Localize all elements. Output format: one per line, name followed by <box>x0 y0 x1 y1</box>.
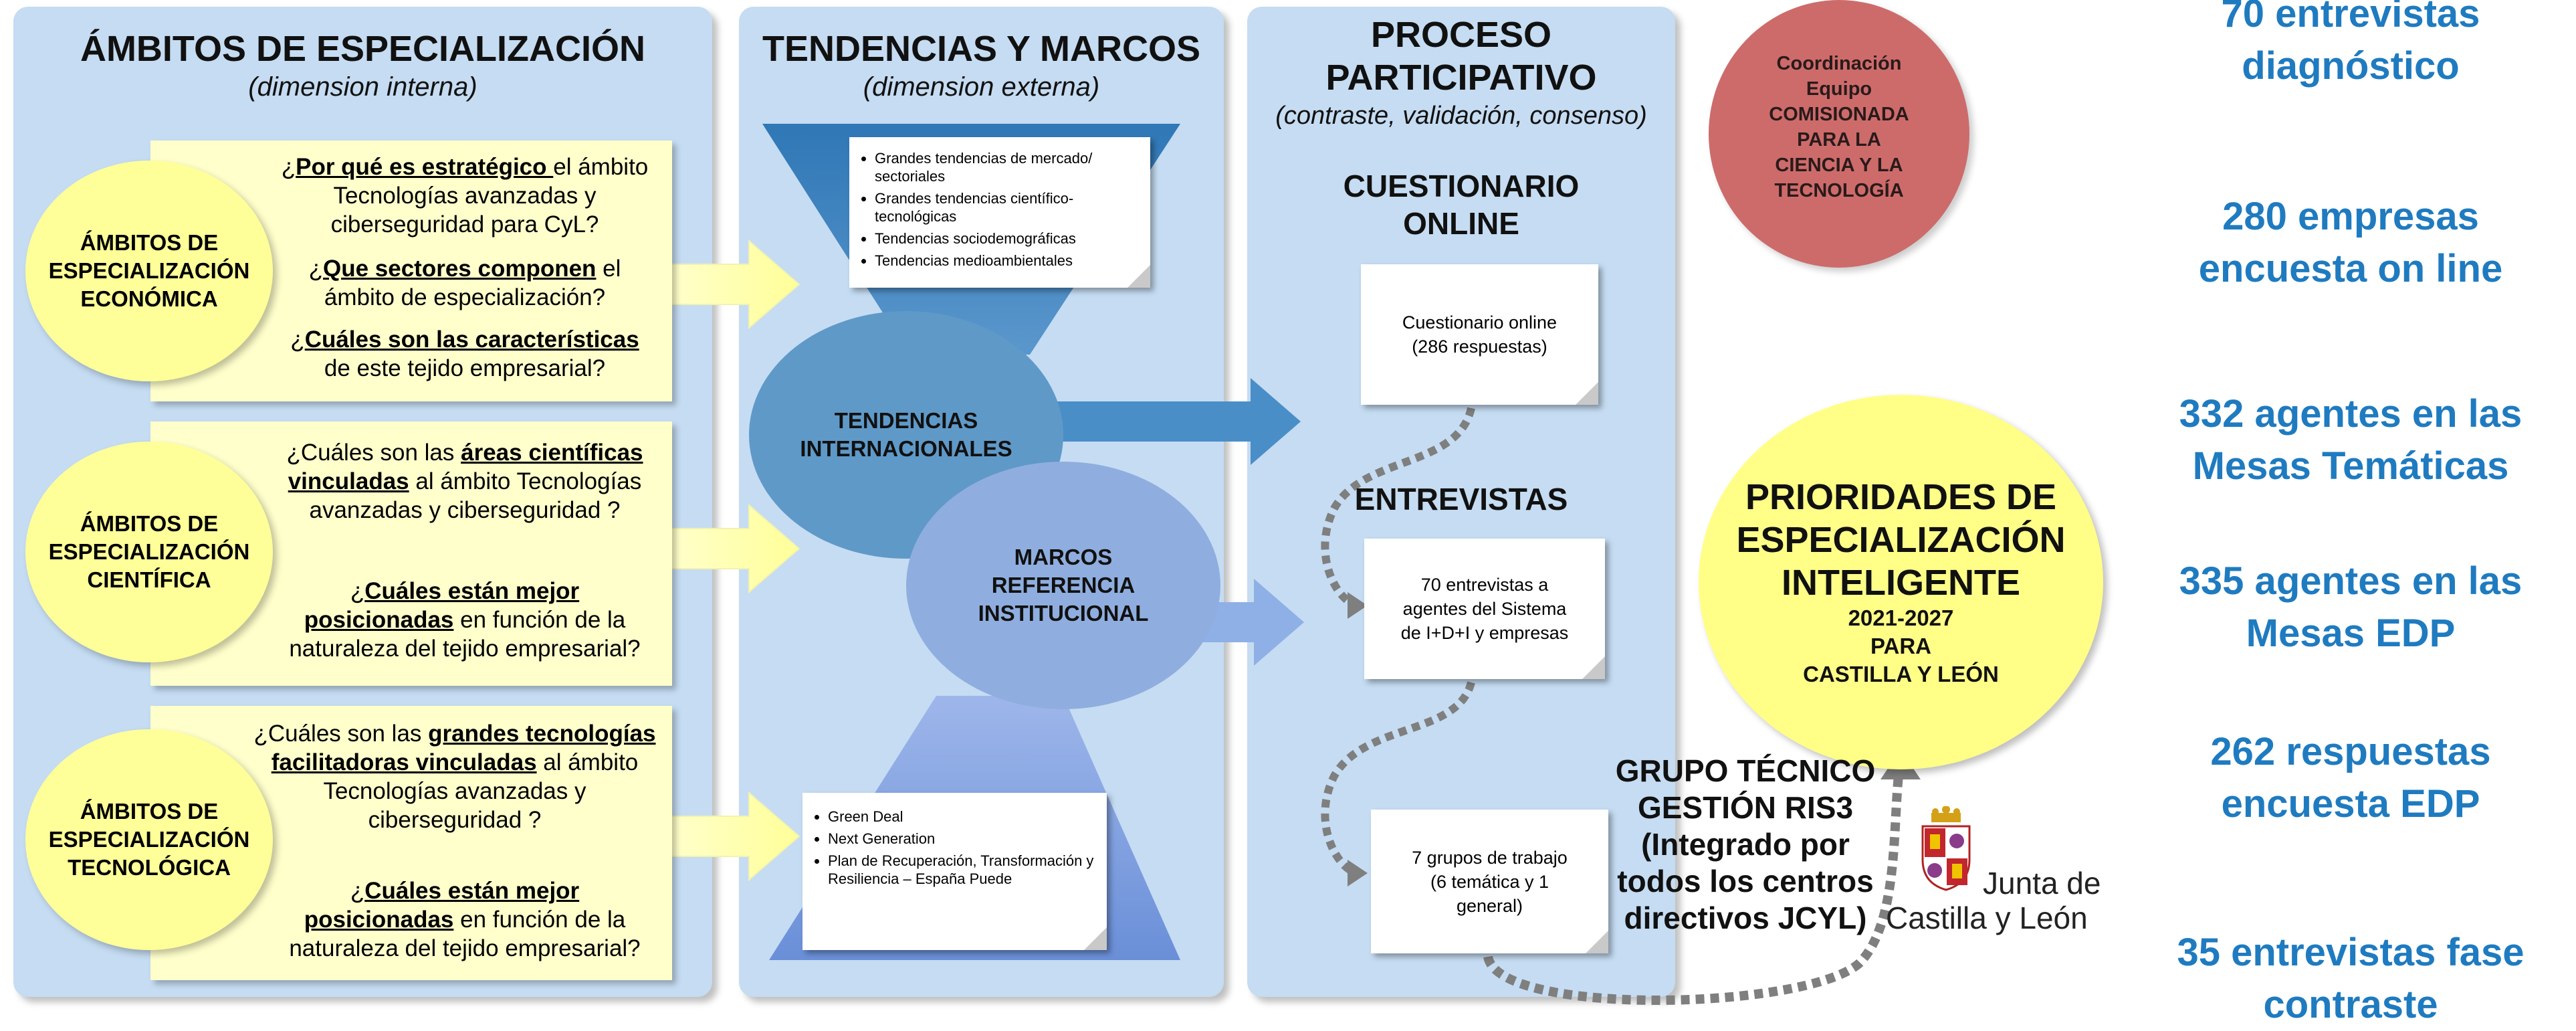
circle-tendencias-line2: INTERNACIONALES <box>800 436 1012 461</box>
question-economica-2: ¿Que sectores componen el ámbito de espe… <box>308 256 621 310</box>
arrow-economica <box>668 239 800 330</box>
note-tendencias-list: Grandes tendencias de mercado/ sectorial… <box>849 137 1150 288</box>
tendencia-item: Tendencias medioambientales <box>875 252 1150 270</box>
arrow-tendencias <box>1043 378 1301 465</box>
grupo-tecnico-text: GRUPO TÉCNICO GESTIÓN RIS3 (Integrado po… <box>1615 753 1876 935</box>
panel-proceso-subtitle: (contraste, validación, consenso) <box>1275 102 1647 130</box>
circle-prioridades: PRIORIDADES DE ESPECIALIZACIÓN INTELIGEN… <box>1699 395 2103 769</box>
dotted-grupos-prioridades <box>1483 769 1904 1005</box>
panel-tendencias-subtitle: (dimension externa) <box>863 72 1100 102</box>
arrow-cientifica <box>668 503 800 594</box>
junta-line1: Junta de <box>1983 866 2101 901</box>
circle-marcos-line1: MARCOS <box>1014 545 1113 569</box>
circle-marcos-referencia: MARCOS REFERENCIA INSTITUCIONAL <box>906 462 1220 709</box>
question-cientifica-1: ¿Cuáles son las áreas científicas vincul… <box>286 440 643 523</box>
panel-ambitos-title: ÁMBITOS DE ESPECIALIZACIÓN <box>80 29 646 69</box>
entrevistas-heading: ENTREVISTAS <box>1354 482 1568 517</box>
panel-ambitos-subtitle: (dimension interna) <box>248 72 477 102</box>
dotted-cuestionario-entrevistas <box>1321 407 1475 610</box>
dotted-entrevistas-grupos <box>1321 681 1475 877</box>
cuestionario-heading: CUESTIONARIO ONLINE <box>1343 169 1580 241</box>
circle-economica-line1: ÁMBITOS DE <box>80 230 219 255</box>
entrevistas-card: 70 entrevistas a agentes del Sistema de … <box>1364 539 1605 679</box>
grupos-card: 7 grupos de trabajo (6 temática y 1 gene… <box>1371 810 1608 953</box>
junta-line2: Castilla y León <box>1886 901 2088 935</box>
marco-item: Next Generation <box>828 830 1107 848</box>
coat-of-arms-icon <box>1921 806 1971 891</box>
circle-economica: ÁMBITOS DE ESPECIALIZACIÓN ECONÓMICA <box>25 161 273 381</box>
question-tecnologica-1: ¿Cuáles son las grandes tecnologías faci… <box>253 721 656 833</box>
panel-tendencias-title: TENDENCIAS Y MARCOS <box>762 29 1201 69</box>
arrow-tecnologica <box>668 791 800 882</box>
question-cientifica-2: ¿Cuáles están mejor posicionadas en func… <box>289 578 641 662</box>
circle-tecnologica-line2: ESPECIALIZACIÓN <box>48 827 250 852</box>
question-economica-1: ¿Por qué es estratégico el ámbito Tecnol… <box>281 154 649 238</box>
circle-marcos-line2: REFERENCIA <box>991 573 1136 597</box>
tendencia-item: Tendencias sociodemográficas <box>875 229 1150 248</box>
note-marcos-list: Green Deal Next Generation Plan de Recup… <box>802 793 1107 950</box>
dotted-arrowhead-2 <box>1348 860 1368 886</box>
arrow-marcos <box>1197 579 1304 666</box>
circle-tecnologica-line3: TECNOLÓGICA <box>68 855 231 880</box>
circle-tecnologica-line1: ÁMBITOS DE <box>80 799 219 824</box>
circle-cientifica-line3: CIENTÍFICA <box>87 567 211 592</box>
circle-cientifica-line2: ESPECIALIZACIÓN <box>48 539 250 564</box>
circle-tecnologica: ÁMBITOS DE ESPECIALIZACIÓN TECNOLÓGICA <box>25 729 273 950</box>
dotted-arrowhead-1 <box>1348 592 1368 619</box>
question-economica-3: ¿Cuáles son las características de este … <box>290 326 639 381</box>
cuestionario-card: Cuestionario online (286 respuestas) <box>1361 264 1598 405</box>
tendencia-item: Grandes tendencias científico-tecnológic… <box>875 189 1150 225</box>
circle-marcos-line3: INSTITUCIONAL <box>978 601 1149 626</box>
junta-logo: Junta de Castilla y León <box>1886 806 2107 940</box>
marco-item: Green Deal <box>828 808 1107 826</box>
circle-cientifica: ÁMBITOS DE ESPECIALIZACIÓN CIENTÍFICA <box>25 442 273 662</box>
circle-economica-line3: ECONÓMICA <box>80 286 218 311</box>
panel-proceso-title: PROCESO PARTICIPATIVO <box>1325 15 1597 98</box>
tendencia-item: Grandes tendencias de mercado/ sectorial… <box>875 149 1150 185</box>
marco-item: Plan de Recuperación, Transformación y R… <box>828 852 1107 888</box>
question-tecnologica-2: ¿Cuáles están mejor posicionadas en func… <box>289 878 641 961</box>
circle-cientifica-line1: ÁMBITOS DE <box>80 511 219 536</box>
circle-tendencias-line1: TENDENCIAS <box>834 408 978 433</box>
circle-economica-line2: ESPECIALIZACIÓN <box>48 258 250 283</box>
circle-coordinacion: Coordinación Equipo COMISIONADA PARA LA … <box>1709 0 1969 268</box>
